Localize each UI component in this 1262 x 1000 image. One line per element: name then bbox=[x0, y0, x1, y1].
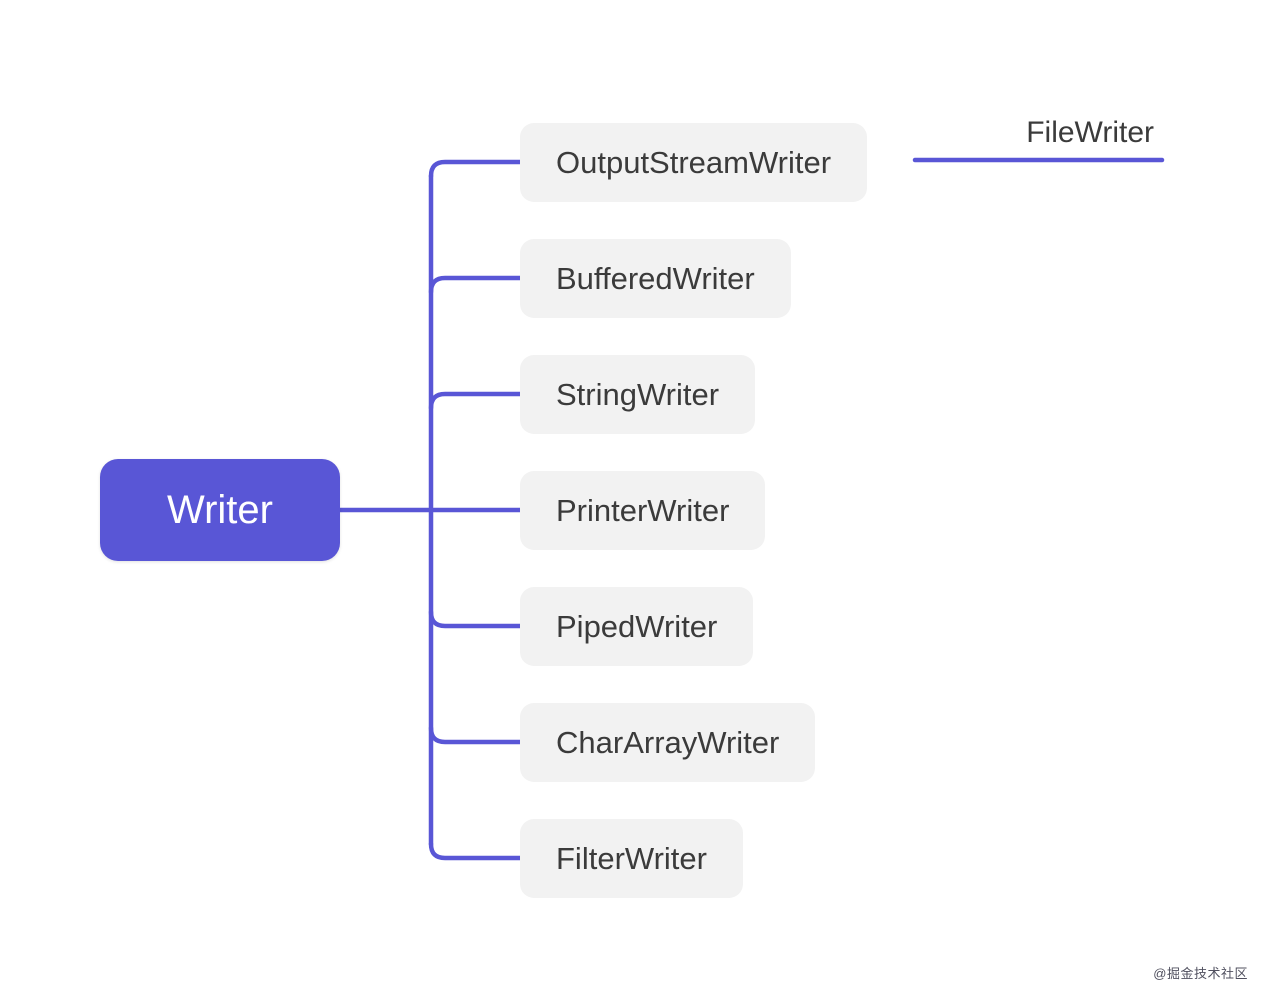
node-printerwriter: PrinterWriter bbox=[520, 471, 766, 550]
node-pipedwriter: PipedWriter bbox=[520, 587, 754, 666]
node-chararraywriter: CharArrayWriter bbox=[520, 703, 816, 782]
edge-stringwriter bbox=[428, 391, 523, 411]
watermark-text: @掘金技术社区 bbox=[1153, 966, 1248, 981]
node-outputstreamwriter: OutputStreamWriter bbox=[520, 123, 868, 202]
node-writer: Writer bbox=[100, 459, 340, 561]
edge-outputstreamwriter bbox=[428, 159, 523, 179]
node-filterwriter: FilterWriter bbox=[520, 819, 743, 898]
edge-filterwriter bbox=[428, 841, 523, 861]
node-bufferedwriter: BufferedWriter bbox=[520, 239, 791, 318]
edge-pipedwriter bbox=[428, 609, 523, 629]
edge-bufferedwriter bbox=[428, 275, 523, 295]
edge-chararraywriter bbox=[428, 725, 523, 745]
node-stringwriter: StringWriter bbox=[520, 355, 756, 434]
node-filewriter: FileWriter bbox=[1026, 116, 1154, 149]
